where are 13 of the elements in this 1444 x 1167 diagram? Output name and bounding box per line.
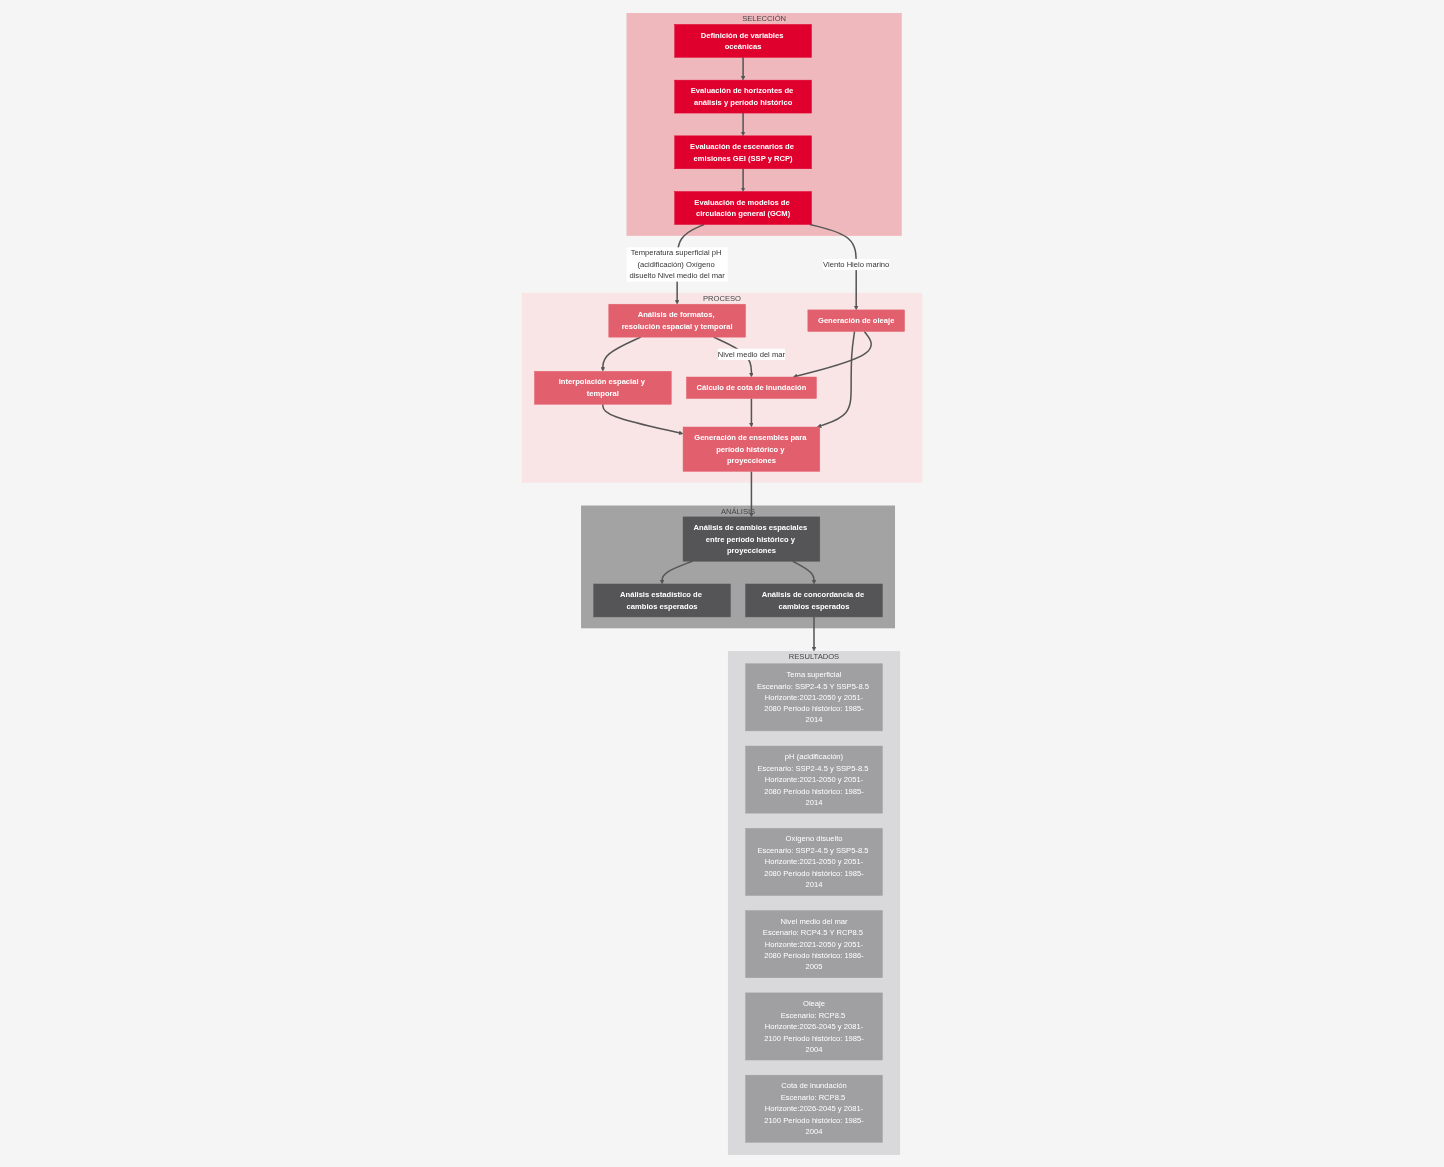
arrow bbox=[809, 223, 859, 310]
arrow bbox=[740, 111, 746, 136]
arrow bbox=[811, 615, 817, 651]
arrow bbox=[740, 56, 746, 80]
arrow bbox=[749, 470, 754, 517]
arrow bbox=[602, 402, 684, 435]
arrow bbox=[659, 559, 694, 584]
arrow bbox=[749, 397, 754, 427]
arrow bbox=[792, 559, 817, 584]
arrow bbox=[793, 330, 872, 378]
arrow bbox=[817, 330, 856, 428]
arrow bbox=[740, 167, 746, 192]
arrow bbox=[600, 335, 642, 371]
